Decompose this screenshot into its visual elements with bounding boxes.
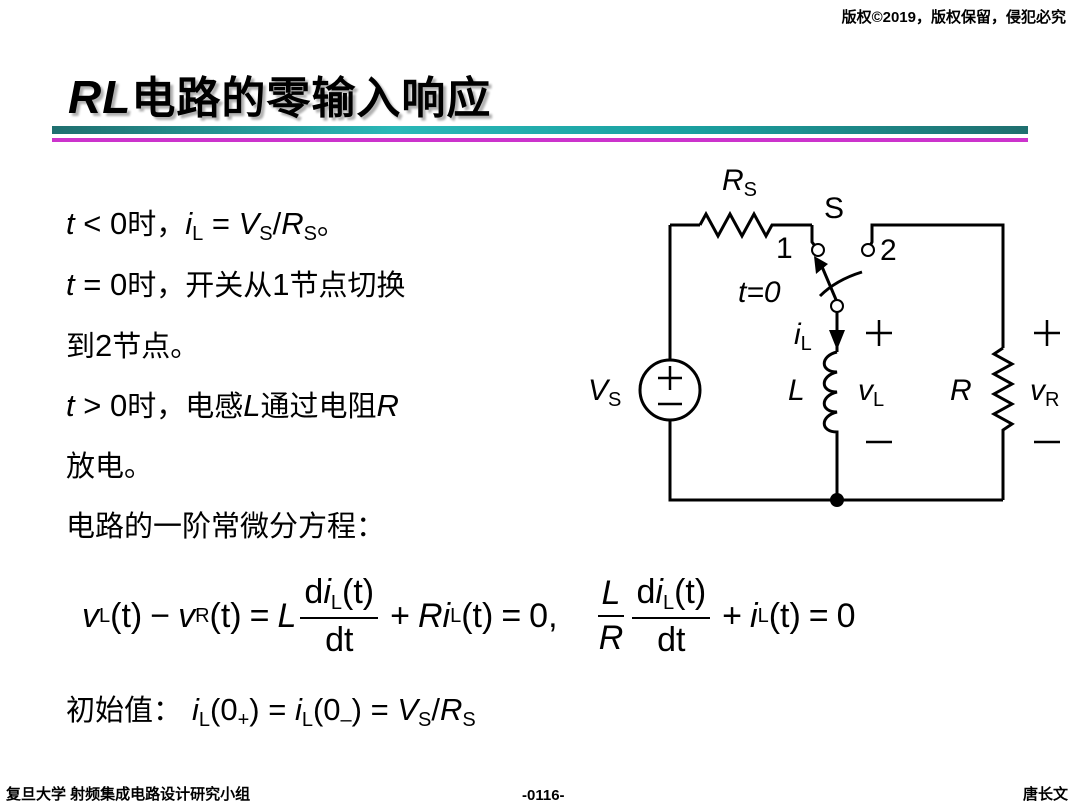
label-l: L bbox=[788, 374, 805, 407]
label-rs: RS bbox=[722, 164, 757, 201]
inductor-coil bbox=[822, 350, 839, 500]
node-1-terminal bbox=[811, 243, 825, 257]
fraction-diL-dt: diL(t) dt bbox=[300, 573, 379, 660]
initial-value-line: 初始值：iL(0+) = iL(0–) = VS/RS bbox=[66, 692, 476, 731]
footer-affiliation: 复旦大学 射频集成电路设计研究小组 bbox=[6, 786, 251, 803]
footer-page-number: -0116- bbox=[522, 787, 565, 804]
title-text: 电路的零输入响应 bbox=[131, 73, 492, 124]
node-2-terminal bbox=[861, 243, 875, 257]
junction-dot bbox=[830, 493, 844, 507]
line-t-greater-0: t > 0时，电感L通过电阻R bbox=[66, 388, 399, 423]
source-plus-icon bbox=[658, 366, 682, 390]
label-vs: VS bbox=[588, 374, 621, 411]
resistor-rs bbox=[698, 210, 812, 240]
label-node1: 1 bbox=[776, 232, 793, 265]
slide-title: RL电路的零输入响应 bbox=[68, 62, 491, 126]
line-to-node-2: 到2节点。 bbox=[66, 328, 200, 363]
line-discharge: 放电。 bbox=[66, 449, 154, 483]
label-vr: vR bbox=[1030, 374, 1059, 411]
line-ode-heading: 电路的一阶常微分方程： bbox=[66, 509, 386, 543]
wire-bottom bbox=[668, 420, 1003, 502]
voltage-source bbox=[638, 358, 702, 422]
vl-plus-icon bbox=[866, 320, 892, 346]
copyright-notice: 版权©2019，版权保留，侵犯必究 bbox=[841, 9, 1066, 26]
wire-left-top bbox=[668, 223, 700, 360]
title-rl: RL bbox=[68, 71, 132, 123]
label-s: S bbox=[824, 192, 844, 225]
resistor-r bbox=[990, 346, 1016, 500]
fraction-diL-dt-2: diL(t) dt bbox=[632, 573, 711, 660]
line-t-less-0: t < 0时，iL = VS/RS。 bbox=[66, 206, 346, 245]
switch-arm bbox=[818, 261, 839, 303]
title-underline-magenta bbox=[52, 138, 1028, 142]
fraction-L-over-R: L R bbox=[597, 574, 625, 657]
switch-arrow-icon bbox=[814, 256, 828, 274]
switch-motion-arc bbox=[818, 270, 863, 298]
current-arrow-icon bbox=[829, 330, 845, 350]
label-t0: t=0 bbox=[738, 276, 781, 309]
label-r: R bbox=[950, 374, 972, 407]
label-il: iL bbox=[794, 318, 812, 355]
switch-pivot bbox=[830, 299, 844, 313]
footer-author: 唐长文 bbox=[1022, 786, 1068, 803]
line-t-eq-0: t = 0时，开关从1节点切换 bbox=[66, 267, 406, 302]
title-underline-teal bbox=[52, 126, 1028, 134]
vr-plus-icon bbox=[1034, 320, 1060, 346]
label-node2: 2 bbox=[880, 234, 897, 267]
label-vl: vL bbox=[858, 374, 884, 411]
